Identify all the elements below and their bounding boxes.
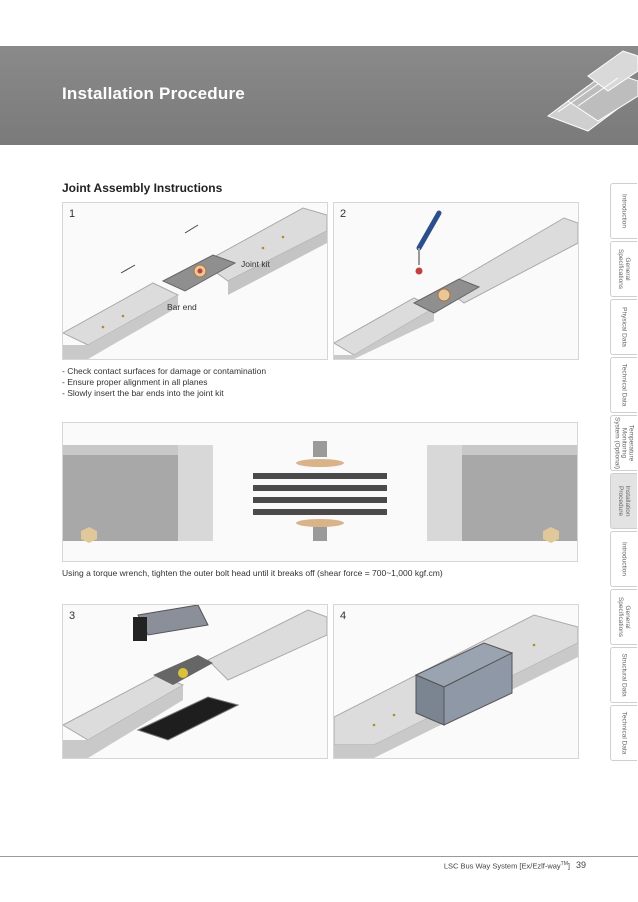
step-1-panel: 1 Joint kit Bar end [62,202,328,360]
step-number: 2 [340,208,347,220]
bar-end-label: Bar end [167,302,197,312]
step-number: 1 [69,208,76,220]
torque-caption: Using a torque wrench, tighten the outer… [62,568,443,578]
torque-panel [62,422,578,562]
step-number: 3 [69,610,76,622]
footer-product-name: LSC Bus Way System [Ex/Ezlf-wayTM] [443,861,570,871]
tab-installation-procedure[interactable]: Installation Procedure [610,473,637,529]
step-2-illustration [334,210,578,359]
step-4-panel: 4 [333,604,579,759]
tab-general-specifications[interactable]: General Specifications [610,241,637,297]
list-item: - Ensure proper alignment in all planes [62,377,208,387]
section-title: Joint Assembly Instructions [62,181,223,195]
step-1-illustration [63,207,327,359]
tab-technical-data-2[interactable]: Technical Data [610,705,637,761]
step-3-illustration [63,605,327,758]
list-item: - Slowly insert the bar ends into the jo… [62,388,224,398]
busway-illustration [546,50,638,132]
side-nav-tabs: Introduction General Specifications Phys… [610,183,638,763]
footer-divider [0,856,638,857]
page-title: Installation Procedure [62,84,245,103]
tab-temperature-monitoring[interactable]: Temperature Monitoring System (Optional) [610,415,637,471]
step-4-illustration [334,614,578,758]
tab-general-specifications-2[interactable]: General Specifications [610,589,637,645]
joint-kit-label: Joint kit [241,259,270,269]
tab-technical-data[interactable]: Technical Data [610,357,637,413]
step-2-panel: 2 [333,202,579,360]
page-number: 39 [575,860,586,870]
header-banner: Installation Procedure [0,46,638,145]
instruction-list: - Check contact surfaces for damage or c… [62,366,266,399]
step-3-panel: 3 [62,604,328,759]
tab-introduction-2[interactable]: Introduction [610,531,637,587]
step-number: 4 [340,610,347,622]
list-item: - Check contact surfaces for damage or c… [62,366,267,376]
tab-physical-data[interactable]: Physical Data [610,299,637,355]
tab-structural-data[interactable]: Structural Data [610,647,637,703]
joint-cross-section-illustration [63,441,577,543]
tab-introduction[interactable]: Introduction [610,183,637,239]
